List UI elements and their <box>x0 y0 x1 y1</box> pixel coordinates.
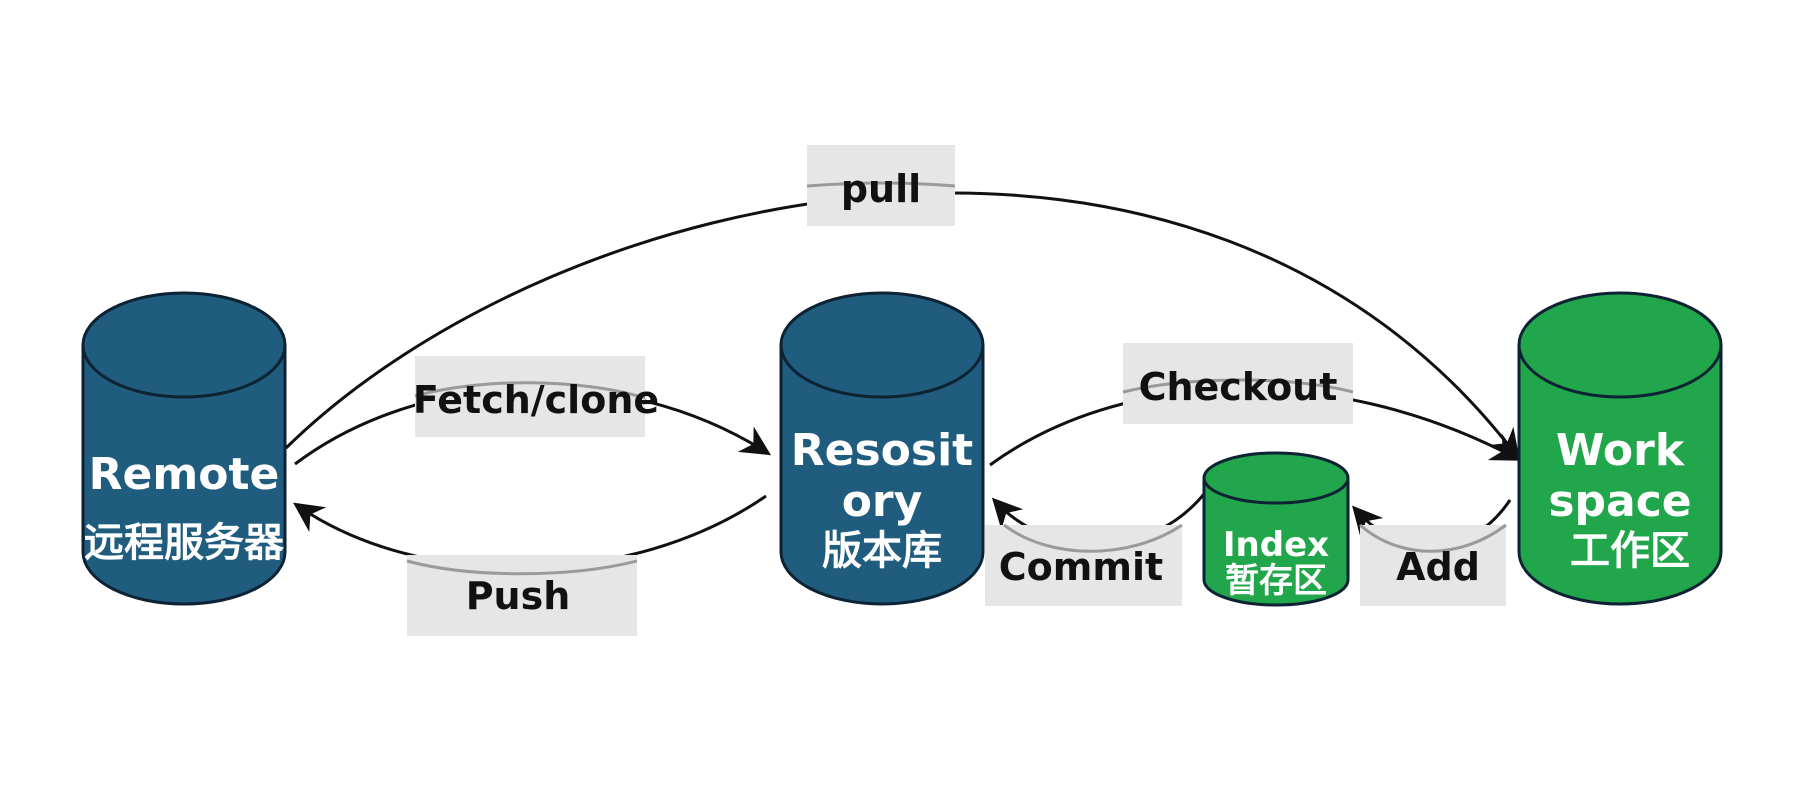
workspace-cylinder-body <box>1517 345 1723 606</box>
index-label: Index <box>1223 525 1329 565</box>
remote-cylinder-body <box>81 345 287 606</box>
fetch-clone-label: Fetch/clone <box>413 356 659 437</box>
remote-label: Remote <box>89 449 280 500</box>
fetch-clone-label-text: Fetch/clone <box>413 378 659 422</box>
operation-labels: pull Fetch/clone Push Checkout Commit Ad… <box>406 145 1507 636</box>
workspace-label-cn: 工作区 <box>1570 528 1690 574</box>
commit-label-text: Commit <box>999 545 1163 589</box>
node-repository: Resosit ory 版本库 <box>779 291 985 606</box>
remote-label-cn: 远程服务器 <box>84 520 285 566</box>
index-cylinder-body <box>1202 478 1350 607</box>
checkout-label: Checkout <box>1122 343 1354 424</box>
pull-label-text: pull <box>841 167 921 211</box>
repository-cylinder-top <box>779 291 985 399</box>
node-workspace: Work space 工作区 <box>1517 291 1723 606</box>
push-label-text: Push <box>466 574 571 618</box>
commit-label: Commit <box>985 523 1183 606</box>
workspace-cylinder-top <box>1517 291 1723 399</box>
workspace-label-2: space <box>1548 476 1691 527</box>
checkout-label-text: Checkout <box>1139 365 1338 409</box>
remote-cylinder-top <box>81 291 287 399</box>
repository-cylinder-body <box>779 345 985 606</box>
workspace-label-1: Work <box>1556 425 1686 476</box>
add-label-text: Add <box>1396 545 1480 589</box>
index-label-cn: 暂存区 <box>1225 561 1327 601</box>
repository-label-2: ory <box>842 476 923 527</box>
pull-label: pull <box>806 145 956 226</box>
index-cylinder-top <box>1202 451 1350 505</box>
node-index: Index 暂存区 <box>1202 451 1350 607</box>
node-remote: Remote 远程服务器 <box>81 291 287 606</box>
repository-label-1: Resosit <box>791 425 973 476</box>
add-label: Add <box>1359 523 1507 606</box>
push-label: Push <box>406 555 638 636</box>
repository-label-cn: 版本库 <box>822 528 942 574</box>
